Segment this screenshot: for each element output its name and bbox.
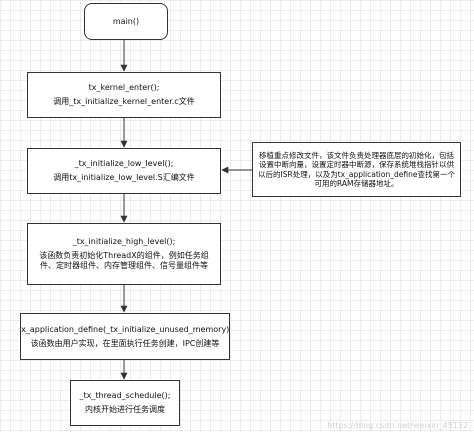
note-text: 移植重点修改文件，该文件负责处理器底层的初始化，包括设置中断向量，设置定时器中断…: [258, 150, 455, 189]
node-low-level-desc: 调用tx_initialize_low_level.S汇编文件: [53, 173, 195, 182]
node-low-level: _tx_initialize_low_level(); 调用tx_initial…: [27, 148, 221, 194]
node-thread-schedule-desc: 内核开始进行任务调度: [85, 405, 165, 414]
node-thread-schedule: _tx_thread_schedule(); 内核开始进行任务调度: [70, 380, 180, 426]
node-low-level-title: _tx_initialize_low_level();: [74, 159, 174, 168]
node-kernel-enter-title: tx_kernel_enter();: [88, 83, 160, 92]
node-main: main(): [84, 3, 168, 40]
node-kernel-enter-desc: 调用_tx_initialize_kernel_enter.c文件: [53, 97, 195, 106]
node-main-label: main(): [112, 16, 140, 26]
node-high-level-desc: 该函数负责初始化ThreadX的组件，例如任务组件、定时器组件、内存管理组件、信…: [39, 251, 209, 270]
node-kernel-enter: tx_kernel_enter(); 调用_tx_initialize_kern…: [27, 72, 221, 118]
node-application-define: tx_application_define(_tx_initialize_unu…: [20, 313, 230, 360]
watermark: https://blog.csdn.net/weixin_45132: [327, 421, 468, 430]
node-high-level-title: _tx_initialize_high_level();: [72, 237, 176, 246]
node-thread-schedule-title: _tx_thread_schedule();: [79, 391, 171, 400]
node-application-define-title: tx_application_define(_tx_initialize_unu…: [20, 324, 230, 334]
note-low-level-description: 移植重点修改文件，该文件负责处理器底层的初始化，包括设置中断向量，设置定时器中断…: [252, 142, 461, 197]
node-high-level: _tx_initialize_high_level(); 该函数负责初始化Thr…: [27, 223, 221, 285]
node-application-define-desc: 该函数由用户实现，在里面执行任务创建，IPC创建等: [30, 338, 220, 348]
